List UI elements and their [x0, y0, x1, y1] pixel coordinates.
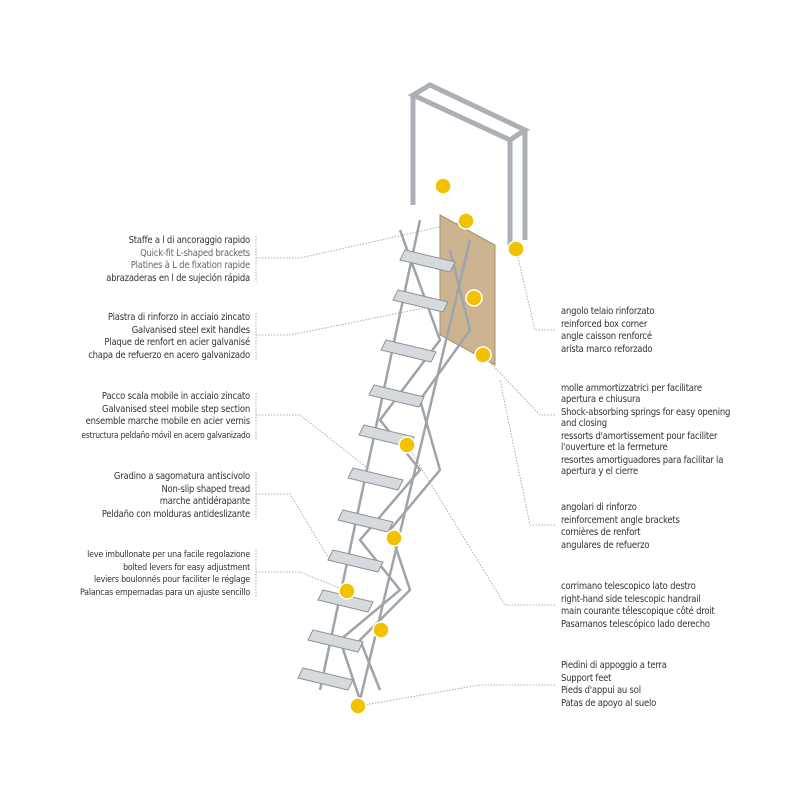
marker-dot — [338, 582, 356, 600]
label-it: Piastra di rinforzo in acciaio zincato — [107, 312, 250, 323]
label-fr: Platines à L de fixation rapide — [130, 260, 250, 272]
label-fr: marche antidérapante — [159, 496, 250, 508]
label-en: Galvanised steel mobile step section — [101, 403, 250, 415]
label-en: Galvanised steel exit handles — [131, 324, 251, 336]
label-es: resortes amortiguadores para facilitar l… — [561, 455, 724, 477]
label-angle-brackets: angolari di rinforzo reinforcement angle… — [561, 502, 680, 552]
marker-dot — [434, 177, 452, 195]
label-fr: ressorts d'amortissement pour faciliter … — [561, 431, 718, 453]
label-es: Palancas empernadas para un ajuste senci… — [80, 587, 250, 598]
label-fr: angle caisson renforcé — [561, 331, 652, 343]
callout-markers — [338, 177, 525, 715]
label-en: Shock-absorbing springs for easy opening… — [561, 407, 731, 429]
label-fr: ensemble marche mobile en acier vernis — [85, 416, 251, 428]
label-es: angulares de refuerzo — [561, 539, 650, 551]
label-en: reinforcement angle brackets — [561, 514, 680, 526]
label-es: Patas de apoyo al suelo — [561, 697, 657, 709]
label-fr: Plaque de renfort en acier galvanisé — [104, 337, 250, 349]
label-it: angolo telaio rinforzato — [561, 306, 655, 317]
label-es: arista marco reforzado — [561, 343, 653, 355]
label-support-feet: Piedini di appoggio a terra Support feet… — [561, 660, 667, 710]
label-es: Pasamanos telescópico lado derecho — [561, 618, 710, 630]
label-fr: leviers boulonnés pour faciliter le régl… — [93, 575, 250, 586]
marker-dot — [507, 240, 525, 258]
label-es: chapa de refuerzo en acero galvanizado — [88, 349, 250, 361]
leader-lines — [255, 220, 555, 707]
label-telescopic-handrail: corrimano telescopico lato destro right-… — [561, 581, 715, 631]
marker-dot — [372, 621, 390, 639]
label-es: abrazaderas en l de sujeción rápida — [106, 272, 250, 284]
marker-dot — [398, 436, 416, 454]
marker-dot — [474, 346, 492, 364]
label-es: Peldaño con molduras antideslizante — [101, 508, 250, 520]
label-it: corrimano telescopico lato destro — [561, 581, 696, 592]
label-it: Piedini di appoggio a terra — [561, 660, 667, 671]
marker-dot — [349, 697, 367, 715]
label-fr: cornières de renfort — [561, 527, 641, 539]
label-it: molle ammortizzatrici per facilitare ape… — [561, 383, 702, 405]
label-en: Support feet — [561, 672, 612, 684]
label-non-slip-tread: Gradino a sagomatura antiscivolo Non-sli… — [102, 471, 250, 521]
hatch-panel — [439, 214, 496, 366]
label-bolted-levers: leve imbullonate per una facile regolazi… — [80, 549, 250, 599]
label-mobile-step-section: Pacco scala mobile in acciaio zincato Ga… — [81, 391, 250, 441]
label-box-corner: angolo telaio rinforzato reinforced box … — [561, 306, 655, 356]
marker-dot — [465, 289, 483, 307]
ladder-steps — [297, 249, 456, 691]
label-en: reinforced box corner — [561, 318, 648, 330]
label-it: Pacco scala mobile in acciaio zincato — [101, 391, 250, 402]
marker-dot — [385, 529, 403, 547]
label-en: Non-slip shaped tread — [161, 483, 250, 495]
label-it: angolari di rinforzo — [561, 502, 637, 513]
label-quick-fit-brackets: Staffe a l di ancoraggio rapido Quick-fi… — [106, 235, 250, 285]
label-exit-handles: Piastra di rinforzo in acciaio zincato G… — [88, 312, 250, 362]
label-en: right-hand side telescopic handrail — [561, 593, 701, 605]
label-fr: main courante télescopique côté droit — [561, 606, 715, 618]
label-es: estructura peldaño móvil en acero galvan… — [81, 429, 250, 440]
label-it: leve imbullonate per una facile regolazi… — [87, 550, 250, 560]
label-en: Quick-fit L-shaped brackets — [140, 247, 250, 259]
label-it: Staffe a l di ancoraggio rapido — [128, 235, 251, 246]
label-shock-springs: molle ammortizzatrici per facilitare ape… — [561, 383, 731, 480]
label-en: bolted levers for easy adjustment — [123, 562, 250, 573]
label-it: Gradino a sagomatura antiscivolo — [113, 471, 250, 482]
marker-dot — [457, 212, 475, 230]
ceiling-frame — [407, 82, 531, 250]
label-fr: Pieds d'appui au sol — [561, 685, 641, 697]
